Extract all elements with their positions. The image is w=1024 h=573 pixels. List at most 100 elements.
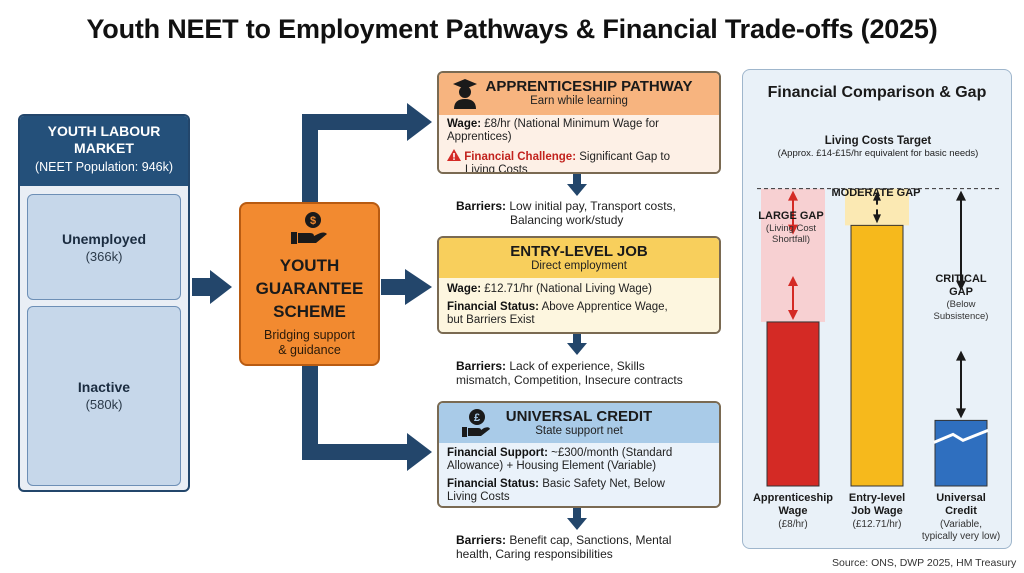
- gap-label: GAP: [949, 286, 973, 298]
- bar-label: typically very low): [922, 531, 1000, 542]
- bar: [934, 419, 988, 487]
- barrier-text-cont: mismatch, Competition, Insecure contract…: [456, 373, 683, 387]
- bar-label: Entry-level: [849, 492, 905, 504]
- arrow-head: [788, 224, 798, 235]
- status-text: Basic Safety Net, Below: [542, 478, 665, 490]
- challenge-line: Financial Challenge: Significant Gap to: [447, 149, 711, 164]
- financial-gap-chart: Living Costs Target (Approx. £14-£15/hr …: [753, 135, 1000, 542]
- apprenticeship-barriers: Barriers: Low initial pay, Transport cos…: [456, 199, 676, 227]
- barrier-text: Benefit cap, Sanctions, Mental: [509, 533, 672, 547]
- scheme-title-line3: SCHEME: [273, 302, 346, 321]
- arrow-apprenticeship-barriers: [567, 173, 587, 196]
- apprenticeship-subtitle: Earn while learning: [530, 95, 628, 107]
- arrow-market-to-scheme: [192, 270, 232, 304]
- support-text: ~£300/month (Standard: [551, 447, 673, 459]
- gap-label: LARGE GAP: [758, 210, 823, 222]
- arrow-entry-barriers: [567, 333, 587, 355]
- barrier-text: Low initial pay, Transport costs,: [509, 199, 676, 213]
- arrow-uc-barriers: [567, 507, 587, 530]
- neet-population-label: (NEET Population: 946k): [34, 160, 174, 174]
- gap-label: (Living Cost: [766, 223, 817, 234]
- wage-text: £8/hr (National Minimum Wage for: [484, 118, 659, 130]
- bar-label: (£12.71/hr): [853, 519, 902, 530]
- status-line-cont: Living Costs: [447, 491, 510, 503]
- moderate-gap-arrow: [873, 191, 881, 224]
- wage-text: £12.71/hr (National Living Wage): [484, 283, 652, 295]
- arrow-scheme-to-apprenticeship: [302, 103, 432, 203]
- scheme-subtitle-line2: & guidance: [278, 343, 341, 357]
- youth-guarantee-scheme-box: $ YOUTH GUARANTEE SCHEME Bridging suppor…: [239, 202, 380, 366]
- financial-comparison-panel: Financial Comparison & Gap Living Costs …: [742, 69, 1012, 549]
- status-label: Financial Status:: [447, 478, 540, 490]
- bar: [766, 321, 820, 487]
- status-line-cont: but Barriers Exist: [447, 314, 535, 326]
- break-mark: [933, 428, 989, 444]
- entry-level-card-header: ENTRY-LEVEL JOB Direct employment: [439, 238, 719, 278]
- entry-level-card: ENTRY-LEVEL JOB Direct employment Wage: …: [437, 236, 721, 334]
- large-gap-arrow-bottom: [788, 275, 798, 320]
- arrow-head: [873, 191, 881, 201]
- arrow-head: [956, 190, 966, 201]
- apprenticeship-card: APPRENTICESHIP PATHWAY Earn while learni…: [437, 71, 721, 174]
- apprenticeship-card-header: APPRENTICESHIP PATHWAY Earn while learni…: [439, 73, 719, 115]
- inactive-segment: Inactive (580k): [27, 306, 181, 486]
- bar-label: Job Wage: [851, 505, 903, 517]
- page-title: Youth NEET to Employment Pathways & Fina…: [86, 14, 938, 44]
- bar: [850, 224, 904, 487]
- status-line: Financial Status: Above Apprentice Wage,: [447, 301, 711, 314]
- wage-label: Wage:: [447, 283, 482, 295]
- market-title-line1: YOUTH LABOUR: [47, 123, 161, 139]
- wage-label: Wage:: [447, 118, 482, 130]
- arrow-head: [956, 350, 966, 361]
- status-text: Above Apprentice Wage,: [541, 301, 668, 313]
- arrow-head: [873, 214, 881, 224]
- entry-level-details: Wage: £12.71/hr (National Living Wage) F…: [439, 278, 719, 332]
- segment-name: Unemployed: [61, 231, 146, 247]
- status-label: Financial Status:: [447, 301, 540, 313]
- bar-label: Wage: [779, 505, 808, 517]
- barrier-text-cont: Balancing work/study: [510, 213, 624, 227]
- warning-icon: [447, 149, 461, 161]
- svg-text:$: $: [309, 215, 315, 227]
- wage-line: Wage: £12.71/hr (National Living Wage): [447, 283, 711, 296]
- segment-value: (580k): [85, 397, 123, 412]
- entry-level-title: ENTRY-LEVEL JOB: [510, 243, 648, 260]
- support-label: Financial Support:: [447, 447, 548, 459]
- support-line: Financial Support: ~£300/month (Standard: [447, 447, 711, 460]
- market-title-line2: MARKET: [74, 140, 134, 156]
- pound-hand-icon: £: [462, 409, 490, 437]
- barrier-label: Barriers:: [456, 533, 507, 547]
- scheme-title-line2: GUARANTEE: [255, 279, 364, 298]
- barrier-label: Barriers:: [456, 199, 507, 213]
- barrier-text-cont: health, Caring responsibilities: [456, 547, 613, 561]
- support-line-cont: Allowance) + Housing Element (Variable): [447, 460, 657, 472]
- graduate-icon: [453, 79, 477, 109]
- arrow-head: [956, 280, 966, 291]
- wage-line: Wage: £8/hr (National Minimum Wage for: [447, 118, 711, 131]
- universal-credit-card: £ UNIVERSAL CREDIT State support net Fin…: [437, 401, 721, 508]
- apprenticeship-title: APPRENTICESHIP PATHWAY: [485, 78, 693, 95]
- segment-name: Inactive: [77, 379, 131, 395]
- hand-coin-icon: $: [290, 212, 327, 244]
- gap-label: (Below: [946, 299, 975, 310]
- scheme-subtitle-line1: Bridging support: [263, 328, 356, 342]
- market-header: YOUTH LABOUR MARKET (NEET Population: 94…: [20, 116, 188, 186]
- large-gap-arrow-top: [788, 190, 798, 235]
- entry-level-subtitle: Direct employment: [531, 260, 627, 272]
- universal-credit-title: UNIVERSAL CREDIT: [505, 408, 653, 425]
- status-line: Financial Status: Basic Safety Net, Belo…: [447, 478, 711, 491]
- scheme-title-line1: YOUTH: [279, 256, 340, 275]
- target-subtitle: (Approx. £14-£15/hr equivalent for basic…: [778, 148, 979, 159]
- gap-label: MODERATE GAP: [831, 187, 920, 199]
- challenge-text: Significant Gap to: [579, 151, 671, 163]
- target-title: Living Costs Target: [825, 135, 932, 147]
- challenge-label: Financial Challenge:: [464, 151, 577, 163]
- universal-credit-barriers: Barriers: Benefit cap, Sanctions, Mental…: [456, 533, 671, 561]
- youth-labour-market-panel: YOUTH LABOUR MARKET (NEET Population: 94…: [18, 114, 190, 492]
- barrier-label: Barriers:: [456, 359, 507, 373]
- universal-credit-details: Financial Support: ~£300/month (Standard…: [439, 443, 719, 506]
- arrow-scheme-to-entry: [381, 269, 432, 305]
- arrow-head: [788, 190, 798, 201]
- gap-label: CRITICAL: [935, 273, 987, 285]
- arrow-head: [788, 275, 798, 286]
